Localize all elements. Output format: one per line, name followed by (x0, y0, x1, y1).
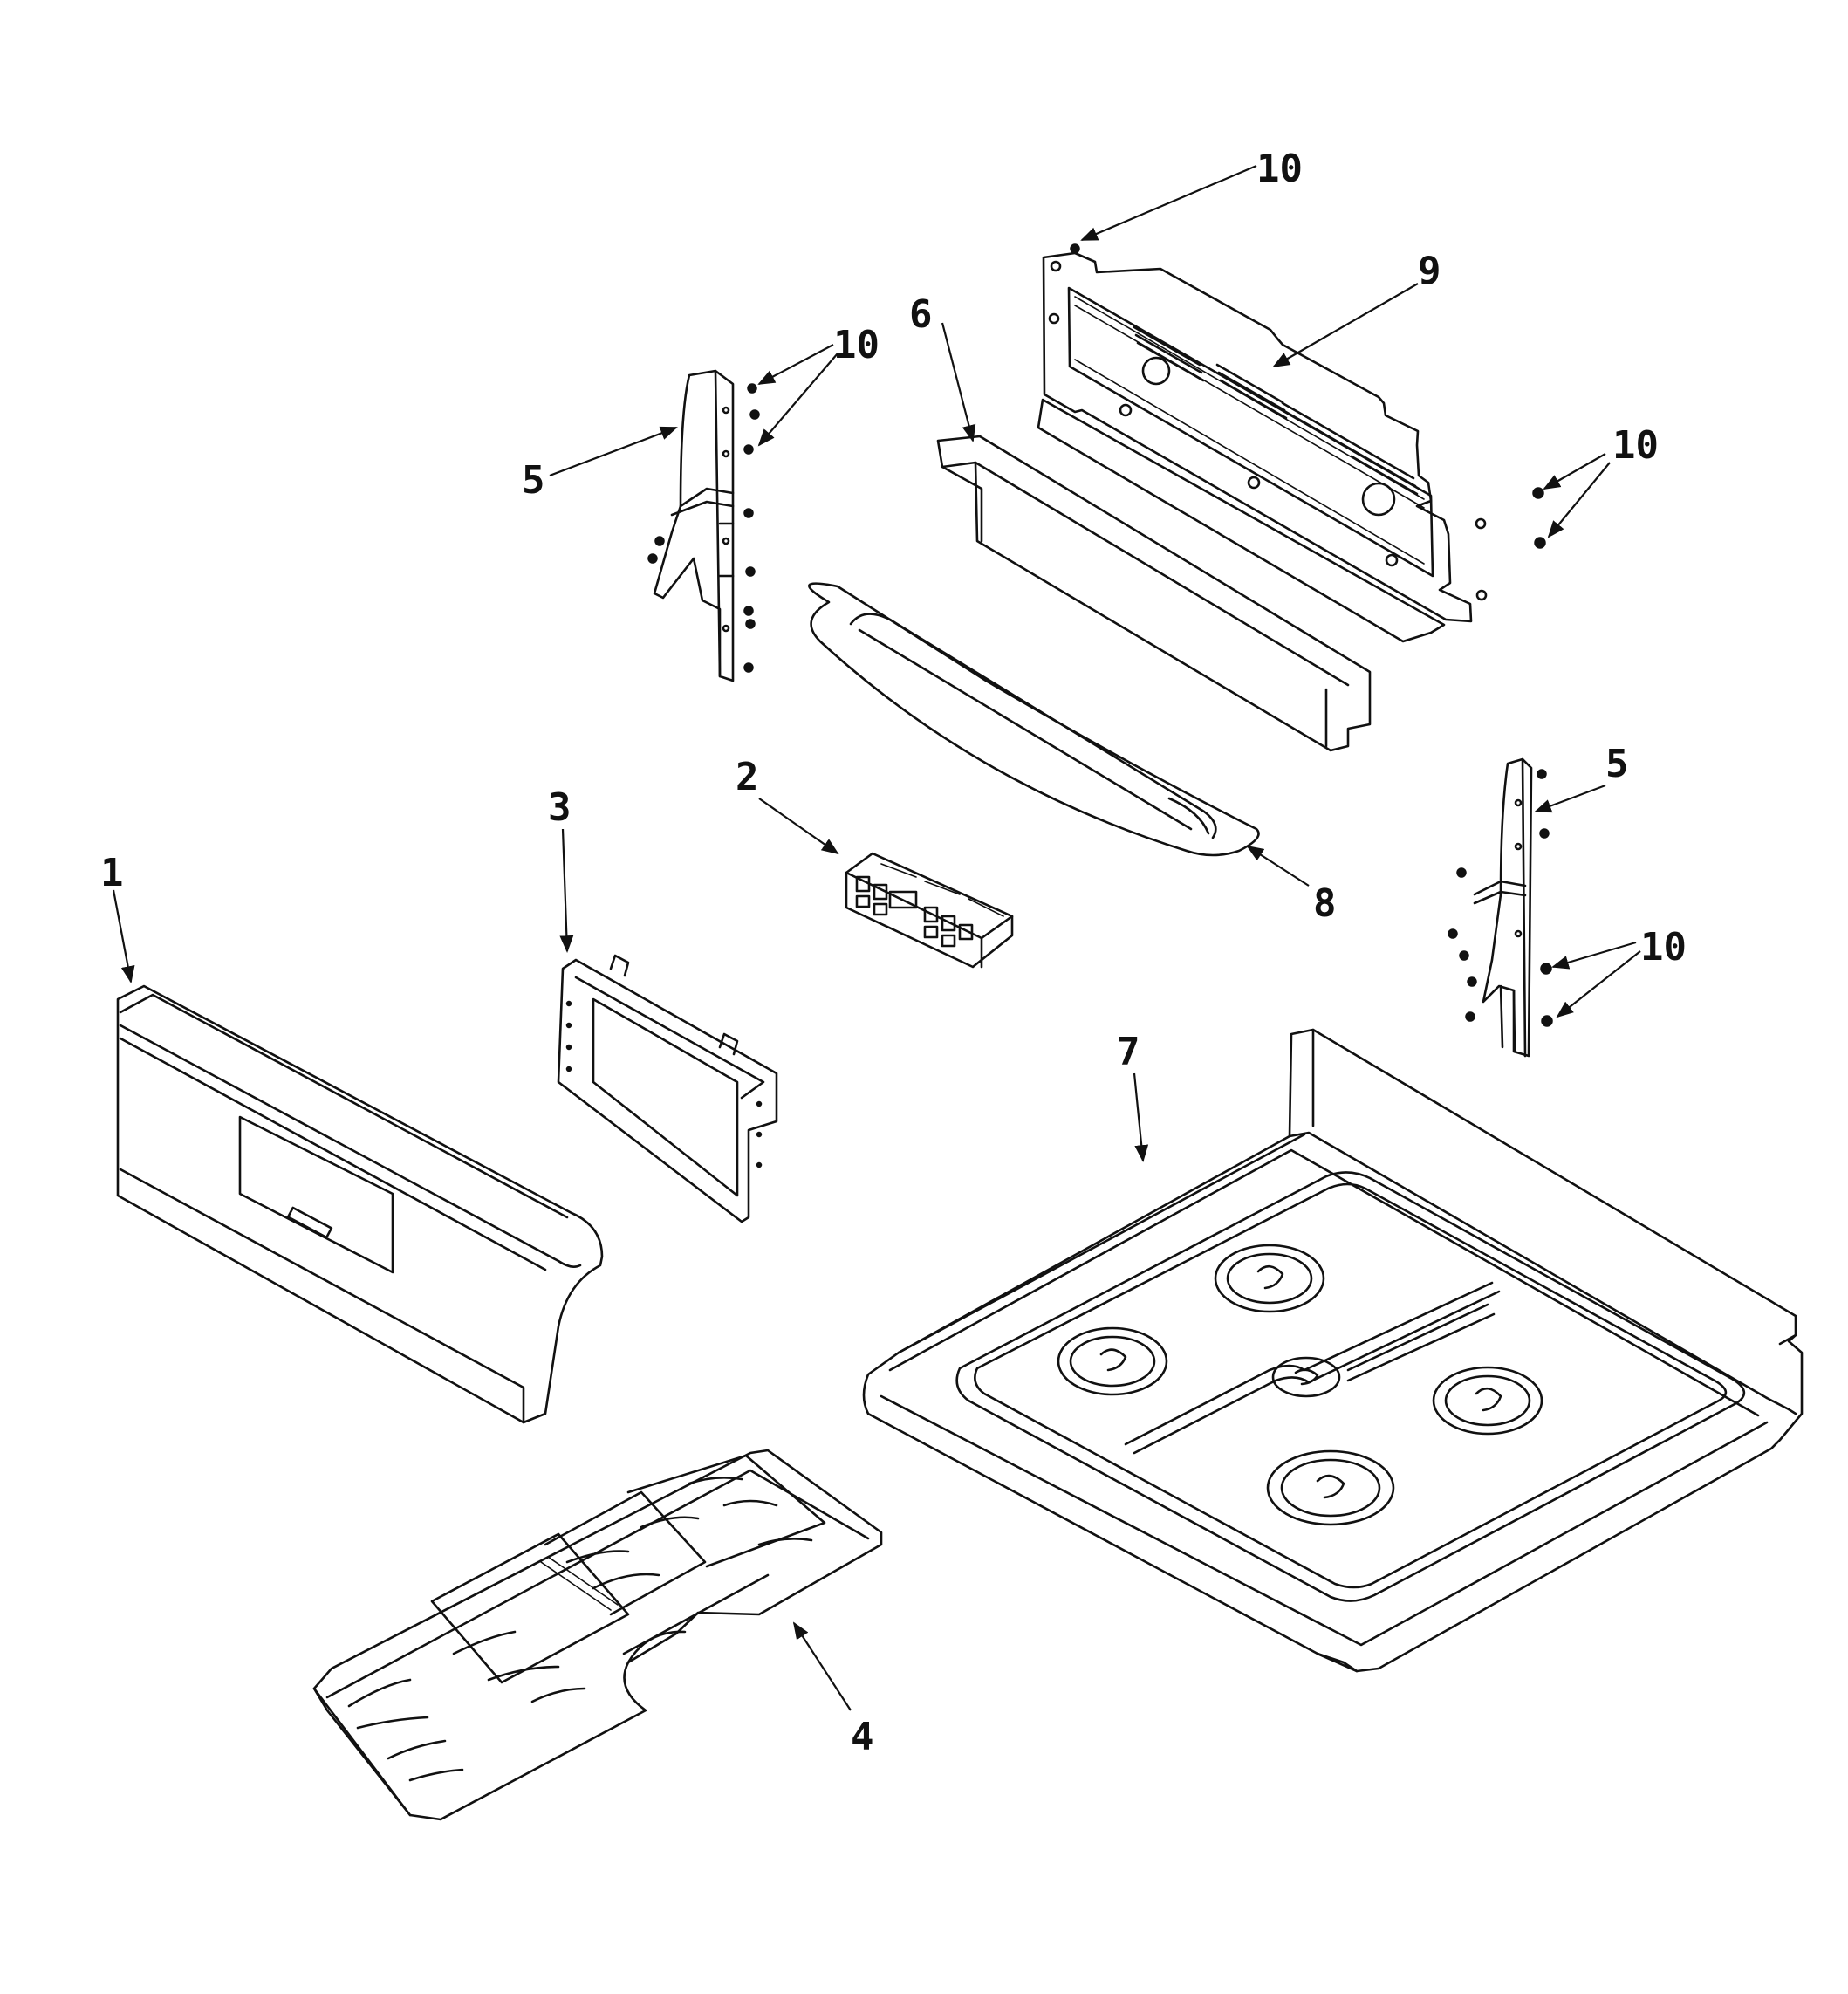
label-part-9: 9 (1418, 249, 1441, 293)
label-part-10-right-upper: 10 (1612, 423, 1659, 468)
part-4-grates (312, 1449, 883, 1821)
part-labels: 1 2 3 4 5 5 6 7 8 9 10 10 10 10 (100, 147, 1687, 1759)
label-part-10-right-lower: 10 (1640, 925, 1687, 970)
label-part-5-right: 5 (1605, 742, 1629, 786)
leader-lines (112, 164, 1641, 1711)
board-keys (855, 863, 1004, 948)
part-9-back-panel (1037, 251, 1488, 643)
burner-front-left (1266, 1449, 1395, 1526)
label-part-4: 4 (851, 1715, 874, 1759)
label-part-8: 8 (1313, 881, 1337, 926)
label-part-5-left: 5 (522, 458, 545, 503)
burner-center-vent (1271, 1356, 1341, 1398)
part-6-rear-trim (936, 435, 1372, 752)
vent-slots (1133, 325, 1419, 496)
part-2-control-board (845, 852, 1014, 969)
part-7-cooktop (862, 1028, 1804, 1673)
part-1-control-panel (116, 984, 604, 1424)
burner-front-right (1432, 1366, 1543, 1436)
label-part-1: 1 (100, 851, 124, 895)
label-part-10-left: 10 (833, 323, 880, 367)
part-5-right-bracket (1473, 757, 1533, 1058)
burner-rear-center (1214, 1244, 1325, 1313)
screws (647, 243, 1553, 1027)
part-8-trim-piece (808, 582, 1260, 857)
label-part-6: 6 (909, 292, 933, 337)
label-part-2: 2 (736, 755, 759, 799)
part-5-left-bracket (653, 369, 735, 682)
label-part-10-top: 10 (1256, 147, 1303, 191)
label-part-7: 7 (1117, 1030, 1140, 1074)
burner-rear-left (1057, 1326, 1168, 1396)
part-3-display-trim (557, 954, 778, 1223)
label-part-3: 3 (548, 785, 572, 830)
